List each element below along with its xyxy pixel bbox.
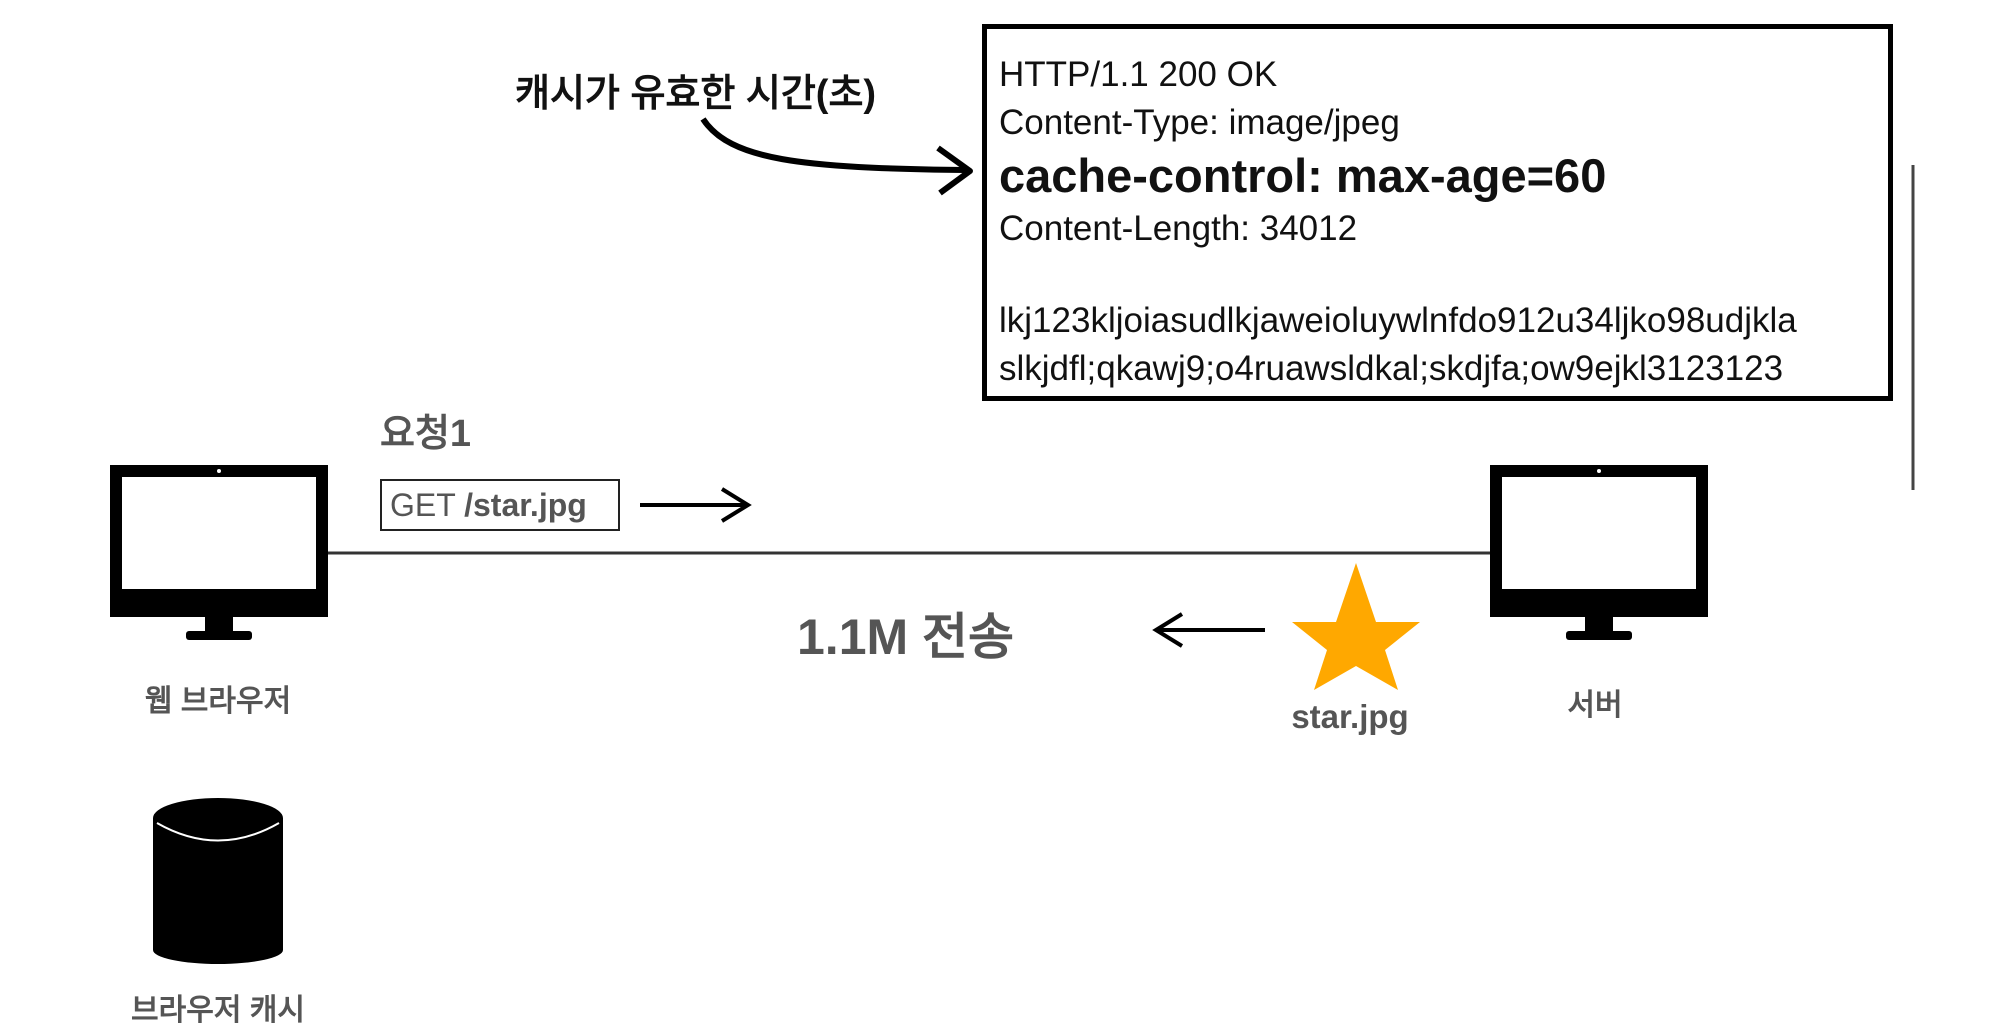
cache-valid-time-annotation: 캐시가 유효한 시간(초) xyxy=(515,73,877,115)
response-status-line: HTTP/1.1 200 OK xyxy=(999,55,1278,94)
transfer-size-label: 1.1M 전송 xyxy=(797,609,1015,665)
star-resource-caption: star.jpg xyxy=(1291,698,1409,735)
browser-caption: 웹 브라우저 xyxy=(144,685,292,718)
response-arrowhead xyxy=(1152,612,1184,648)
http-response-box: HTTP/1.1 200 OK Content-Type: image/jpeg… xyxy=(982,24,1893,401)
request-line-box: GET /star.jpg xyxy=(380,479,620,531)
response-content-length: Content-Length: 34012 xyxy=(999,209,1358,248)
response-content-type: Content-Type: image/jpeg xyxy=(999,103,1400,142)
response-body-line-2: slkjdfl;qkawj9;o4ruawsldkal;skdjfa;ow9ej… xyxy=(999,349,1784,388)
response-cache-control: cache-control: max-age=60 xyxy=(999,149,1607,202)
response-body-line-1: lkj123kljoiasudlkjaweioluywlnfdo912u34lj… xyxy=(999,301,1797,340)
database-cylinder-icon xyxy=(153,798,283,964)
response-blank-line xyxy=(999,253,1888,297)
annotation-arrowhead xyxy=(936,145,973,196)
server-monitor-icon xyxy=(1490,465,1708,640)
annotation-arrow xyxy=(700,117,966,173)
browser-cache-caption: 브라우저 캐시 xyxy=(131,994,305,1027)
request-method: GET xyxy=(390,487,456,523)
request-path: /star.jpg xyxy=(464,487,587,523)
star-icon xyxy=(1292,563,1420,690)
request-arrowhead xyxy=(720,487,752,523)
request-label: 요청1 xyxy=(380,413,472,455)
browser-monitor-icon xyxy=(110,465,328,640)
server-caption: 서버 xyxy=(1567,689,1623,722)
